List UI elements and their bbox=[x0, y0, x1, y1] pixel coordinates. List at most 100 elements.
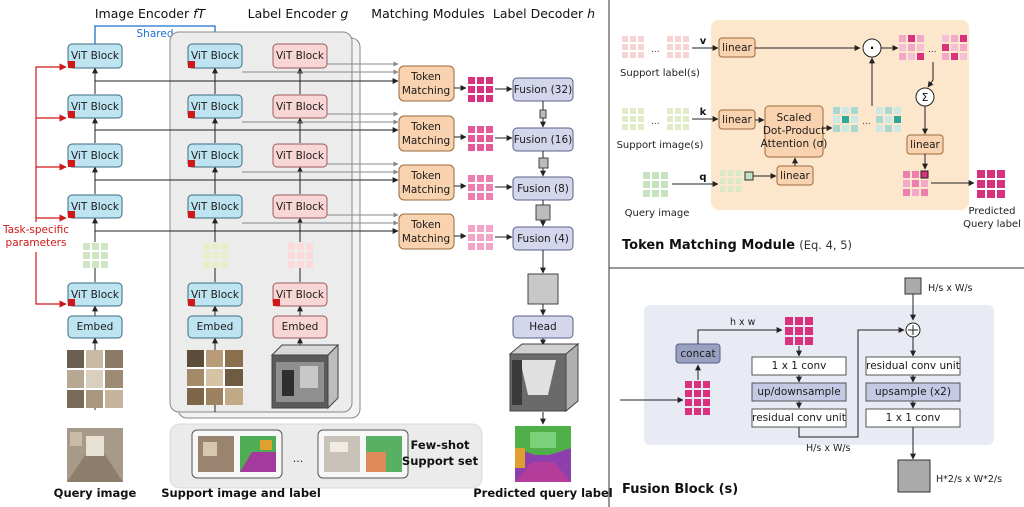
label-image-vit-block-4 bbox=[187, 194, 243, 219]
svg-text:Embed: Embed bbox=[197, 321, 234, 333]
tmm-q-label: q bbox=[699, 172, 706, 183]
svg-text:parameters: parameters bbox=[6, 237, 67, 249]
svg-text:linear: linear bbox=[910, 139, 940, 151]
svg-text:ViT Block: ViT Block bbox=[276, 289, 325, 301]
token-matching-module-panel: ... Support label(s) ... Support image(s… bbox=[617, 20, 1021, 253]
svg-text:H/s x W/s: H/s x W/s bbox=[928, 283, 973, 294]
tmm-support-label-caption: Support label(s) bbox=[620, 68, 700, 79]
caption-support-image-and-label: Support image and label bbox=[161, 486, 321, 500]
predicted-volume bbox=[508, 342, 580, 413]
svg-text:Task-specific: Task-specific bbox=[2, 224, 69, 236]
fusion-block-panel: H/s x W/s concat h x w 1 x 1 conv up/dow… bbox=[620, 277, 1002, 497]
label-embed-block bbox=[272, 315, 328, 339]
tmm-k-label: k bbox=[700, 107, 707, 118]
svg-text:Fusion (4): Fusion (4) bbox=[517, 233, 569, 245]
label-vit-block-3 bbox=[272, 143, 328, 168]
label-image-embed-block bbox=[187, 315, 243, 339]
svg-text:Predicted: Predicted bbox=[969, 206, 1016, 217]
svg-text:concat: concat bbox=[680, 348, 715, 360]
svg-text:...: ... bbox=[862, 117, 871, 127]
svg-text:Support set: Support set bbox=[402, 454, 479, 468]
support-label-token-grid bbox=[288, 243, 313, 268]
label-vit-block-5 bbox=[272, 282, 328, 307]
svg-text:...: ... bbox=[651, 45, 660, 55]
svg-text:linear: linear bbox=[722, 42, 752, 54]
tmm-query-image-caption: Query image bbox=[625, 208, 690, 219]
token-matching-3 bbox=[398, 164, 455, 201]
shared-label: Shared bbox=[137, 28, 174, 40]
label-encoder-label-column: ViT Block ViT Block ViT Block ViT Block … bbox=[270, 43, 340, 410]
svg-text:ViT Block: ViT Block bbox=[191, 50, 240, 62]
fusion-input-tokens bbox=[685, 381, 710, 415]
tmm-background bbox=[711, 20, 969, 210]
header-image-encoder: Image Encoder fT bbox=[95, 6, 207, 21]
svg-text:Attention (σ): Attention (σ) bbox=[761, 138, 828, 150]
fusion-reassembled-tokens bbox=[785, 317, 813, 345]
matched-token-grids bbox=[468, 77, 513, 250]
image-vit-block-4 bbox=[67, 194, 123, 219]
image-embed-block bbox=[67, 315, 123, 339]
image-vit-block-1 bbox=[67, 43, 123, 69]
task-specific-annotation: Task-specific parameters bbox=[2, 63, 69, 308]
query-image-patches bbox=[67, 350, 123, 408]
header-label-encoder: Label Encoder g bbox=[248, 6, 349, 21]
image-token-grid bbox=[83, 243, 108, 268]
header-matching-modules: Matching Modules bbox=[371, 6, 484, 21]
label-image-vit-block-3 bbox=[187, 143, 243, 168]
svg-text:Fusion (32): Fusion (32) bbox=[514, 84, 572, 96]
few-shot-support-set: ... Few-shot Support set Support image a… bbox=[161, 423, 483, 500]
task-param-marker bbox=[68, 299, 75, 306]
svg-text:Scaled: Scaled bbox=[777, 112, 812, 124]
svg-text:Fusion (16): Fusion (16) bbox=[514, 134, 572, 146]
svg-text:Token: Token bbox=[410, 219, 441, 231]
tmm-support-label-tokens: ... bbox=[622, 36, 689, 58]
tmm-scaled-dot-product-attention bbox=[764, 105, 824, 158]
svg-text:ViT Block: ViT Block bbox=[71, 201, 120, 213]
fusion-top-input bbox=[904, 277, 922, 295]
svg-text:ViT Block: ViT Block bbox=[276, 201, 325, 213]
label-vit-block-2 bbox=[272, 94, 328, 119]
svg-text:H/s x W/s: H/s x W/s bbox=[806, 443, 851, 454]
tmm-support-image-caption: Support image(s) bbox=[617, 140, 704, 151]
svg-text:up/downsample: up/downsample bbox=[757, 386, 840, 398]
caption-query-image: Query image bbox=[54, 486, 137, 500]
label-image-vit-block-5 bbox=[187, 282, 243, 307]
image-vit-block-3 bbox=[67, 143, 123, 168]
svg-text:Matching: Matching bbox=[402, 184, 450, 196]
predicted-query-label bbox=[515, 426, 571, 482]
support-set-dots: ... bbox=[293, 452, 304, 465]
decoder-feature-map bbox=[527, 273, 559, 305]
svg-text:Embed: Embed bbox=[77, 321, 114, 333]
tmm-v-label: v bbox=[700, 36, 707, 47]
svg-text:ViT Block: ViT Block bbox=[276, 101, 325, 113]
svg-text:ViT Block: ViT Block bbox=[71, 150, 120, 162]
token-matching-4 bbox=[398, 213, 455, 250]
svg-text:h x w: h x w bbox=[730, 317, 756, 328]
svg-text:ViT Block: ViT Block bbox=[191, 150, 240, 162]
svg-text:ViT Block: ViT Block bbox=[71, 289, 120, 301]
tmm-title: Token Matching Module (Eq. 4, 5) bbox=[622, 238, 852, 253]
label-image-vit-block-1 bbox=[187, 43, 243, 69]
svg-text:ViT Block: ViT Block bbox=[191, 201, 240, 213]
label-vit-block-1 bbox=[272, 43, 328, 69]
tmm-support-image-tokens: ... bbox=[622, 108, 689, 130]
image-encoder-column: ViT Block ViT Block ViT Block ViT Block … bbox=[54, 43, 137, 500]
support-label-volume bbox=[270, 343, 340, 410]
svg-text:residual conv unit: residual conv unit bbox=[866, 360, 960, 372]
tmm-predicted-tokens bbox=[977, 170, 1005, 198]
fusion-output bbox=[897, 459, 931, 493]
header-label-decoder: Label Decoder h bbox=[493, 6, 595, 21]
svg-text:Matching: Matching bbox=[402, 233, 450, 245]
svg-text:ViT Block: ViT Block bbox=[191, 289, 240, 301]
task-param-marker bbox=[68, 211, 75, 218]
task-param-marker bbox=[68, 160, 75, 167]
support-image-n bbox=[324, 436, 360, 472]
svg-text:Embed: Embed bbox=[282, 321, 319, 333]
query-image bbox=[67, 428, 123, 482]
svg-text:Dot-Product: Dot-Product bbox=[763, 125, 825, 137]
svg-text:Token: Token bbox=[410, 121, 441, 133]
svg-text:ViT Block: ViT Block bbox=[191, 101, 240, 113]
svg-text:Σ: Σ bbox=[922, 91, 929, 104]
svg-text:H*2/s x W*2/s: H*2/s x W*2/s bbox=[936, 474, 1002, 485]
